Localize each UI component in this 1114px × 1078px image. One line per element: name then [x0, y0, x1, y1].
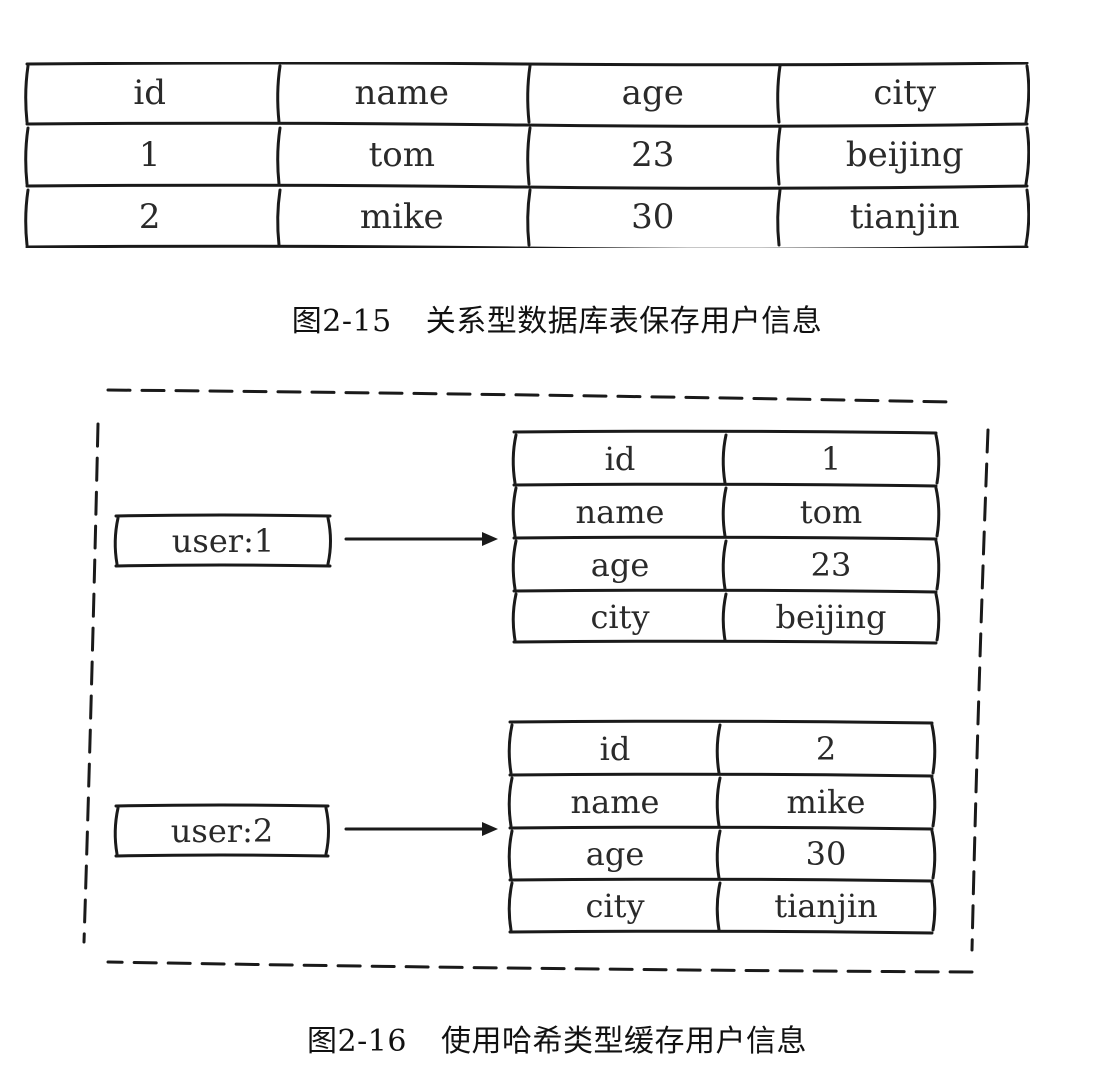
hash-value: beijing: [775, 597, 887, 636]
hash-field: name: [575, 492, 665, 531]
boundary-right: [970, 428, 990, 952]
figure-number-2: 图2-16: [307, 1024, 407, 1059]
hash-value: mike: [786, 782, 866, 821]
hash-field: id: [599, 729, 631, 768]
hash-value: tianjin: [774, 887, 878, 925]
key-user-1: user:1: [171, 522, 275, 560]
arrow-head-1: [482, 532, 498, 546]
boundary-bottom: [106, 960, 974, 974]
hash-value: 1: [820, 439, 842, 478]
relational-table-lines: [24, 62, 1030, 248]
figure-caption-2: 图2-16 使用哈希类型缓存用户信息: [0, 1016, 1114, 1060]
key-user-2: user:2: [170, 812, 274, 850]
figure-title-2: 使用哈希类型缓存用户信息: [440, 1024, 807, 1059]
hash-field: city: [590, 597, 650, 636]
table-cell: tom: [368, 135, 435, 175]
table-cell: 1: [138, 135, 161, 175]
table-cell: 23: [631, 135, 675, 175]
hash-field: city: [585, 887, 645, 925]
figure-title-1: 关系型数据库表保存用户信息: [425, 304, 823, 339]
arrow-head-2: [482, 822, 498, 836]
hash-field: name: [570, 782, 660, 821]
hash-table-2-lines: [507, 719, 937, 935]
header-age: age: [621, 73, 684, 113]
table-cell: mike: [359, 197, 444, 237]
hash-value: 30: [805, 835, 847, 873]
table-cell: 30: [631, 197, 675, 237]
header-name: name: [354, 73, 450, 113]
figure-caption-1: 图2-15 关系型数据库表保存用户信息: [0, 296, 1114, 340]
hash-field: age: [585, 835, 645, 873]
hash-value: 2: [815, 729, 837, 768]
header-id: id: [133, 73, 167, 113]
table-cell: tianjin: [849, 197, 960, 237]
header-city: city: [873, 73, 937, 113]
hash-field: age: [590, 545, 650, 584]
hash-table-1-lines: [511, 429, 941, 645]
hash-value: tom: [799, 492, 863, 531]
table-cell: beijing: [845, 135, 964, 175]
figure-number-1: 图2-15: [291, 304, 392, 339]
hash-value: 23: [810, 545, 852, 584]
relational-table: id name age city 1 tom 23 beijing 2 mike…: [24, 62, 1030, 248]
table-cell: 2: [138, 197, 161, 237]
hash-field: id: [604, 439, 636, 478]
boundary-left: [82, 422, 100, 944]
boundary-top: [106, 388, 954, 404]
